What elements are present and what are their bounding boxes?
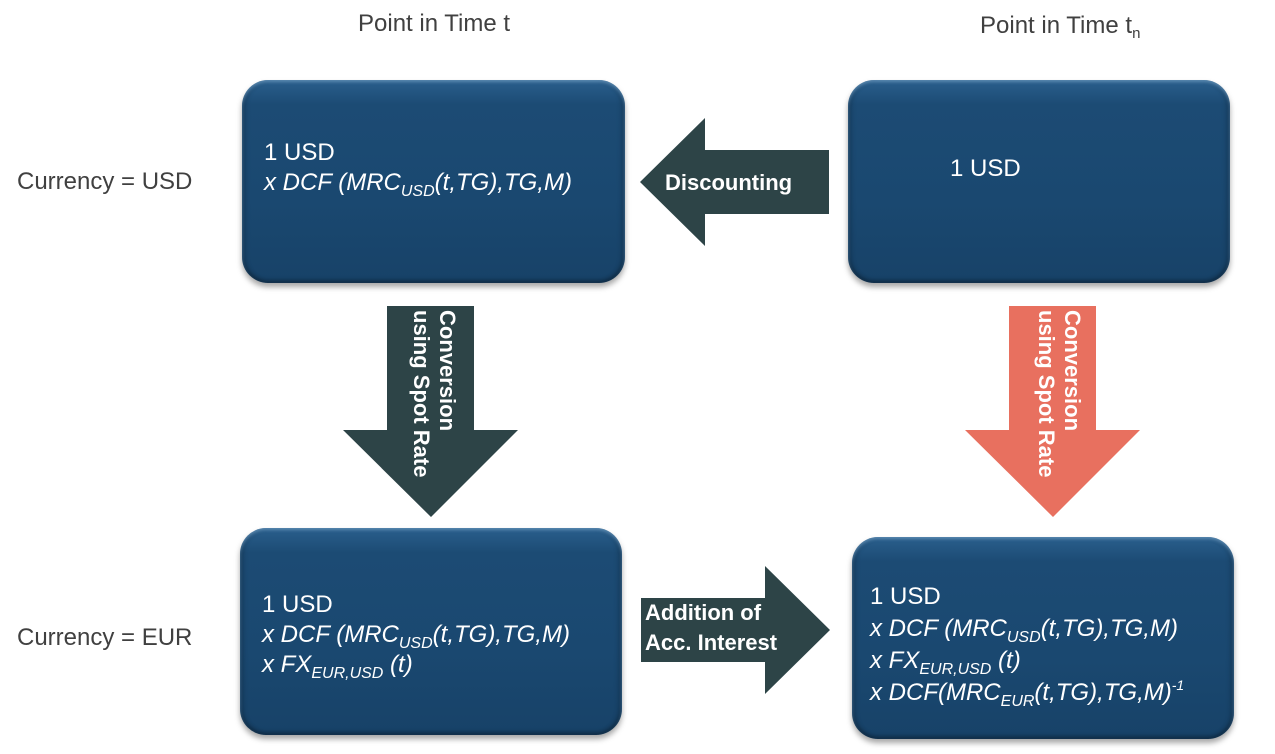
conversion-arrow-tn-icon xyxy=(965,306,1140,517)
dcf-usd-line: x DCF (MRCUSD(t,TG),TG,M) xyxy=(870,615,1178,646)
amount-line: 1 USD xyxy=(870,583,941,610)
dcf-eur-inverse-line: x DCF(MRCEUR(t,TG),TG,M)-1 xyxy=(870,677,1185,710)
discounting-arrow-icon xyxy=(640,118,829,246)
conversion-label-line2: using Spot Rate xyxy=(1034,310,1059,478)
conversion-arrow-tn-shape xyxy=(965,306,1140,517)
box-usd-time-tn: 1 USD xyxy=(848,80,1230,283)
box-usd-time-t: 1 USD x DCF (MRCUSD(t,TG),TG,M) xyxy=(242,80,625,283)
accrued-interest-label-line1: Addition of xyxy=(645,600,762,625)
accrued-interest-label: Addition of Acc. Interest xyxy=(645,598,777,658)
conversion-arrow-t-shape xyxy=(343,306,518,517)
conversion-arrow-t-icon xyxy=(343,306,518,517)
box-text: 1 USD xyxy=(950,154,1021,184)
header-text: Point in Time t xyxy=(358,10,511,37)
box-eur-time-t: 1 USD x DCF (MRCUSD(t,TG),TG,M) x FXEUR,… xyxy=(240,528,622,735)
amount-line: 1 USD xyxy=(950,155,1021,182)
conversion-label-line1: Conversion xyxy=(435,310,460,432)
discounting-label: Discounting xyxy=(665,170,793,195)
conversion-label-t: Conversion using Spot Rate xyxy=(408,310,460,477)
discounting-arrow-shape xyxy=(640,118,829,246)
box-eur-time-tn: 1 USD x DCF (MRCUSD(t,TG),TG,M) x FXEUR,… xyxy=(852,537,1234,739)
row-label-eur: Currency = EUR xyxy=(17,624,193,651)
dcf-line: x DCF (MRCUSD(t,TG),TG,M) xyxy=(262,621,570,652)
header-text: Point in Time t xyxy=(980,12,1133,39)
header-point-in-time-t: Point in Time t xyxy=(358,10,510,38)
box-text: 1 USD x DCF (MRCUSD(t,TG),TG,M) xyxy=(264,138,572,200)
dcf-line: x DCF (MRCUSD(t,TG),TG,M) xyxy=(264,169,572,200)
accrued-interest-arrow-icon xyxy=(641,566,830,694)
box-text: 1 USD x DCF (MRCUSD(t,TG),TG,M) x FXEUR,… xyxy=(262,590,570,682)
fx-line: x FXEUR,USD (t) xyxy=(262,651,413,682)
row-label-usd: Currency = USD xyxy=(17,168,193,195)
box-text: 1 USD x DCF (MRCUSD(t,TG),TG,M) x FXEUR,… xyxy=(870,581,1185,710)
fx-line: x FXEUR,USD (t) xyxy=(870,647,1021,678)
amount-line: 1 USD xyxy=(264,139,335,166)
conversion-label-line2: using Spot Rate xyxy=(409,310,434,478)
conversion-label-line1: Conversion xyxy=(1060,310,1085,432)
header-subscript: n xyxy=(1132,25,1141,42)
header-point-in-time-tn: Point in Time tn xyxy=(980,12,1140,42)
accrued-interest-label-line2: Acc. Interest xyxy=(645,630,778,655)
amount-line: 1 USD xyxy=(262,591,333,618)
accrued-interest-arrow-shape xyxy=(641,566,830,694)
conversion-label-tn: Conversion using Spot Rate xyxy=(1033,310,1085,477)
